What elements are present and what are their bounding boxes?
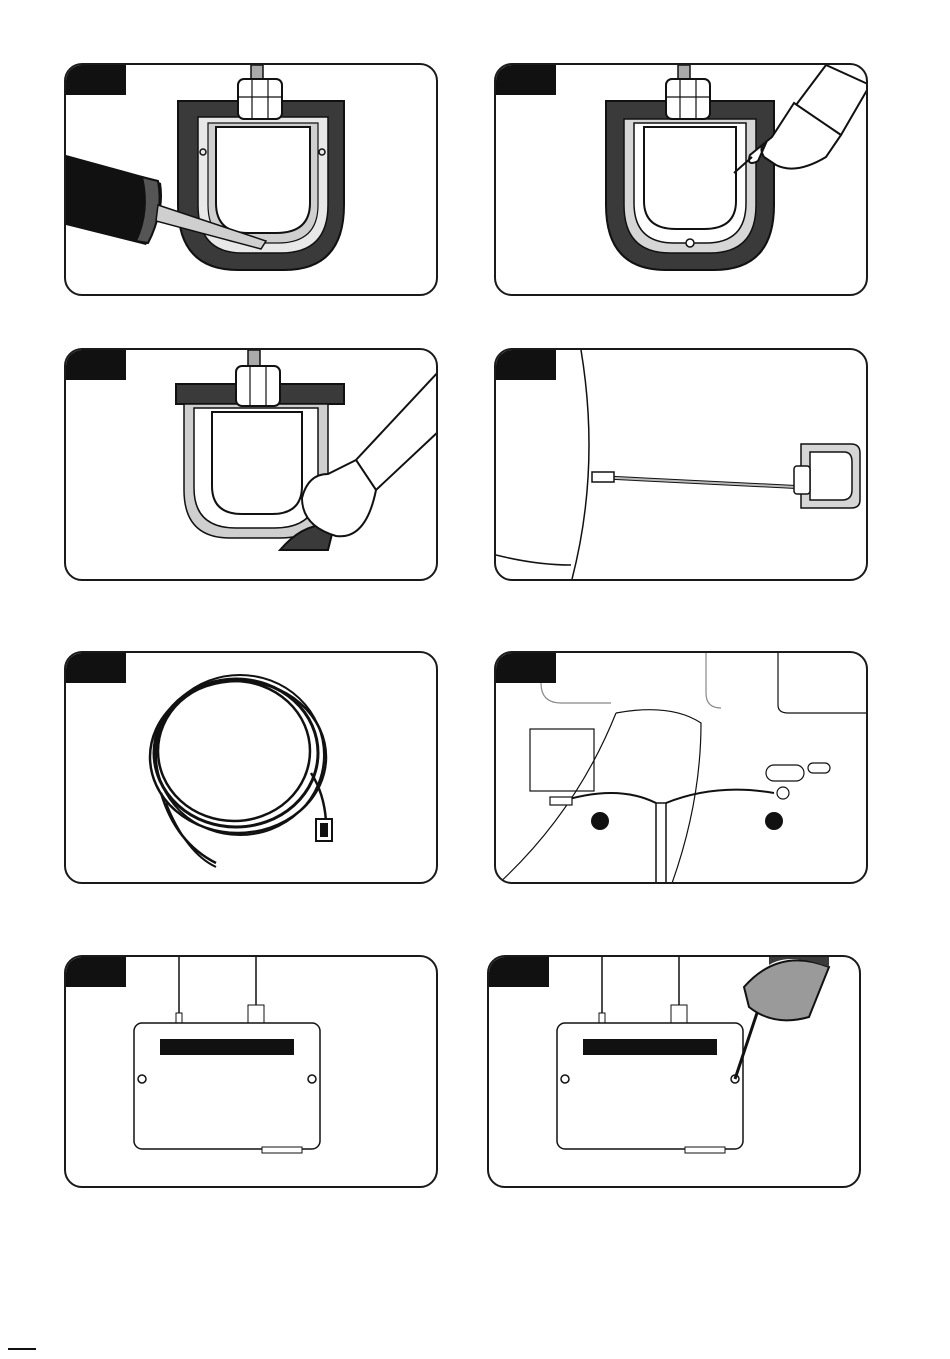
figure-panel-receiver bbox=[64, 955, 438, 1188]
footer-rule bbox=[8, 1348, 36, 1350]
cable-routing-icon bbox=[496, 653, 868, 884]
sealant-gun-icon bbox=[66, 65, 438, 296]
figure-panel-wipe bbox=[64, 348, 438, 581]
step-tab bbox=[66, 653, 126, 683]
receiver-box-icon bbox=[66, 957, 438, 1188]
hand-cloth-icon bbox=[66, 350, 438, 581]
step-tab bbox=[66, 957, 126, 987]
roof-antenna-icon bbox=[496, 350, 868, 581]
step-tab bbox=[66, 65, 126, 95]
figure-panel-roof bbox=[494, 348, 868, 581]
figure-panel-sealant bbox=[64, 63, 438, 296]
cable-coil-icon bbox=[66, 653, 438, 884]
step-tab bbox=[496, 65, 556, 95]
pointing-hand-icon bbox=[496, 65, 868, 296]
step-tab bbox=[496, 350, 556, 380]
figure-panel-cable bbox=[64, 651, 438, 884]
figure-panel-press bbox=[494, 63, 868, 296]
step-tab bbox=[496, 653, 556, 683]
step-tab bbox=[66, 350, 126, 380]
figure-panel-routing bbox=[494, 651, 868, 884]
drill-icon bbox=[489, 957, 861, 1188]
step-tab bbox=[489, 957, 549, 987]
figure-panel-drill bbox=[487, 955, 861, 1188]
